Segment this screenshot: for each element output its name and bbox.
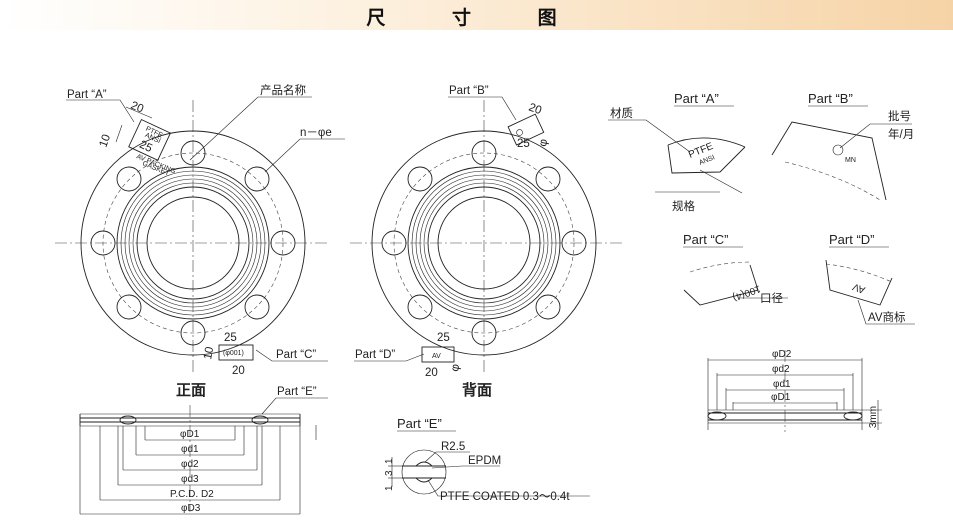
section-dim-d1: φd1 — [181, 444, 199, 455]
detail-b-lot: 批号 — [888, 109, 911, 123]
stamp-size: 25 — [137, 139, 154, 155]
product-name-label: 产品名称 — [260, 83, 306, 97]
dim-a-20: 20 — [129, 100, 145, 116]
detail-d-stamp: AV — [851, 280, 867, 295]
detail-e-title: Part “E” — [397, 416, 442, 431]
header-banner: 尺 寸 图 — [0, 0, 953, 30]
back-caption: 背面 — [462, 381, 492, 399]
detail-c-stamp: 100(4) — [731, 283, 762, 303]
section-dim-D1: φD1 — [180, 429, 200, 440]
cross-dim-d2: φd2 — [772, 364, 790, 375]
detail-a-material: 材质 — [610, 106, 633, 120]
detail-e-epdm: EPDM — [468, 455, 501, 467]
stamp-b-back — [507, 113, 545, 146]
dim-b-20: 20 — [527, 102, 543, 118]
detail-e-coating: PTFE COATED 0.3～0.4t — [440, 491, 570, 503]
bolt-holes-back — [381, 140, 587, 346]
dim-b-phi: φ — [537, 138, 550, 147]
cross-thickness: 3mm — [868, 406, 879, 428]
dim-a-10: 10 — [98, 133, 114, 149]
back-part-b-label: Part “B” — [449, 85, 489, 97]
detail-e-radius: R2.5 — [441, 441, 465, 453]
back-part-d-label: Part “D” — [355, 349, 395, 361]
stamp-c-text: (φ001) — [223, 350, 244, 357]
detail-part-e: Part “E” 1 3 1 R2.5 EPDM PTFE COATED 0.3… — [384, 416, 590, 503]
detail-part-c: Part “C” 100(4) 口径 — [683, 232, 788, 306]
detail-c-bore: 口径 — [760, 292, 783, 305]
section-dim-D3: φD3 — [181, 503, 201, 514]
stamp-d-text: AV — [432, 353, 441, 360]
dim-d-phi: φ — [449, 363, 462, 372]
dim-d-20: 20 — [425, 367, 438, 379]
cross-dim-d1: φd1 — [773, 379, 791, 390]
section-view: φD1 φd1 φd2 φd3 P.C.D. D2 φD3 Part “E” — [79, 386, 328, 515]
dim-c-20: 20 — [232, 365, 245, 377]
stamp-c-front: (φ001) — [218, 344, 254, 361]
detail-c-title: Part “C” — [683, 232, 729, 247]
detail-b-date: 年/月 — [888, 127, 914, 141]
section-dim-pcd: P.C.D. D2 — [170, 489, 214, 500]
back-view: 20 25 φ Part “B” AV 25 20 φ Part “D” 背面 — [350, 85, 622, 399]
section-part-e-label: Part “E” — [277, 386, 317, 398]
dim-b-25: 25 — [517, 138, 530, 150]
cross-dim-D2: φD2 — [772, 349, 792, 360]
detail-b-title: Part “B” — [808, 91, 853, 106]
detail-b-stamp: MN — [845, 157, 856, 164]
detail-part-d: Part “D” AV AV商标 — [825, 232, 915, 325]
detail-e-dim-mid: 3 — [384, 470, 395, 476]
dim-c-25: 25 — [224, 332, 237, 344]
detail-e-dim-bot: 1 — [384, 485, 395, 491]
bolt-holes-label: n－φe — [300, 127, 332, 139]
detail-part-a: Part “A” PTFE ANSI 材质 规格 — [608, 91, 746, 213]
bolt-holes-front — [90, 140, 296, 346]
cross-section-right: φD2 φd2 φd1 φD1 3mm — [707, 349, 882, 432]
dim-d-25: 25 — [437, 332, 450, 344]
front-part-a-label: Part “A” — [67, 89, 107, 101]
section-dim-d2: φd2 — [181, 459, 199, 470]
detail-a-spec: 规格 — [672, 199, 695, 213]
front-view: PTFE ANSI 25 AV PACKING GASKET 20 10 Par… — [55, 83, 345, 399]
stamp-a-front: PTFE ANSI 25 — [128, 118, 172, 161]
front-caption: 正面 — [176, 381, 206, 399]
detail-a-title: Part “A” — [674, 91, 719, 106]
detail-e-dim-top: 1 — [384, 458, 395, 464]
page-title: 尺 寸 图 — [366, 7, 587, 29]
dim-c-10: 10 — [202, 346, 216, 361]
front-part-c-label: Part “C” — [276, 349, 316, 361]
section-dim-d3: φd3 — [181, 474, 199, 485]
cross-dim-D1: φD1 — [771, 392, 791, 403]
detail-d-title: Part “D” — [829, 232, 875, 247]
detail-part-b: Part “B” MN 批号 年/月 — [771, 91, 914, 201]
detail-d-brand: AV商标 — [868, 310, 906, 324]
